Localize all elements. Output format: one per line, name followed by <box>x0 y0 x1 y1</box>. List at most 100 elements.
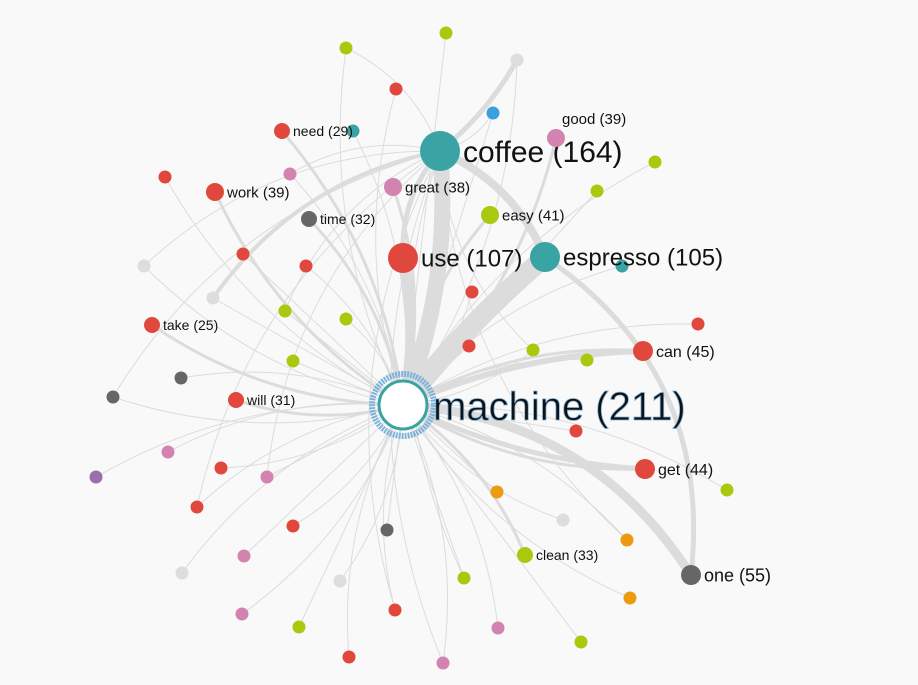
word-node[interactable] <box>190 500 204 514</box>
hub-label: machine (211) <box>433 385 686 429</box>
node-circle <box>274 123 290 139</box>
word-node[interactable] <box>486 106 500 120</box>
word-node[interactable] <box>436 656 450 670</box>
edge <box>213 190 405 407</box>
word-node[interactable] <box>175 566 189 580</box>
word-node[interactable] <box>339 312 353 326</box>
node-label: will (31) <box>246 392 295 408</box>
word-node[interactable] <box>620 533 634 547</box>
word-node-one[interactable]: one (55) <box>681 565 771 585</box>
edge <box>243 404 404 557</box>
word-node[interactable] <box>457 571 471 585</box>
word-node-need[interactable]: need (29) <box>274 123 353 139</box>
word-node[interactable] <box>574 635 588 649</box>
word-node[interactable] <box>691 317 705 331</box>
edge <box>382 404 404 611</box>
edge <box>402 404 631 599</box>
word-node[interactable] <box>720 483 734 497</box>
word-node[interactable] <box>510 53 524 67</box>
node-label: easy (41) <box>502 207 565 224</box>
word-node[interactable] <box>623 591 637 605</box>
word-node-work[interactable]: work (39) <box>206 183 290 201</box>
edge <box>402 404 582 643</box>
word-node[interactable] <box>206 291 220 305</box>
word-node[interactable] <box>380 523 394 537</box>
word-node-espresso[interactable]: espresso (105) <box>530 242 723 272</box>
word-node[interactable] <box>526 343 540 357</box>
word-node-time[interactable]: time (32) <box>301 211 375 227</box>
word-node[interactable] <box>389 82 403 96</box>
node-circle <box>530 242 560 272</box>
labeled-nodes-layer: machine (211) coffee (164) use (107) espres… <box>144 111 771 585</box>
word-node[interactable] <box>465 285 479 299</box>
word-node-coffee[interactable]: coffee (164) <box>420 131 623 171</box>
word-node[interactable] <box>174 371 188 385</box>
word-node-easy[interactable]: easy (41) <box>481 206 565 224</box>
word-node[interactable] <box>237 549 251 563</box>
word-node-get[interactable]: get (44) <box>635 459 713 479</box>
word-node[interactable] <box>388 603 402 617</box>
node-circle <box>388 243 418 273</box>
word-node[interactable] <box>89 470 103 484</box>
edge <box>368 150 441 611</box>
hub-node-machine[interactable]: machine (211) <box>369 371 686 439</box>
word-node-clean[interactable]: clean (33) <box>517 547 598 563</box>
word-node[interactable] <box>106 390 120 404</box>
node-label: great (38) <box>405 179 470 196</box>
word-node[interactable] <box>462 339 476 353</box>
word-node[interactable] <box>286 519 300 533</box>
edge <box>347 404 404 658</box>
word-node[interactable] <box>161 445 175 459</box>
word-node-good[interactable]: good (39) <box>547 111 626 147</box>
word-node[interactable] <box>346 124 360 138</box>
node-circle <box>228 392 244 408</box>
word-node[interactable] <box>569 424 583 438</box>
edge <box>212 297 404 406</box>
node-circle <box>420 131 460 171</box>
node-label: espresso (105) <box>563 245 723 272</box>
word-node[interactable] <box>333 574 347 588</box>
word-node-take[interactable]: take (25) <box>144 317 218 333</box>
edge <box>402 59 518 406</box>
word-node[interactable] <box>439 26 453 40</box>
word-node[interactable] <box>491 621 505 635</box>
word-node[interactable] <box>342 650 356 664</box>
edge <box>402 404 728 491</box>
word-node[interactable] <box>590 184 604 198</box>
edge <box>242 253 404 406</box>
word-node[interactable] <box>260 470 274 484</box>
node-label: good (39) <box>562 111 626 128</box>
word-node[interactable] <box>299 259 313 273</box>
word-node[interactable] <box>278 304 292 318</box>
word-node[interactable] <box>286 354 300 368</box>
word-node[interactable] <box>556 513 570 527</box>
word-node-will[interactable]: will (31) <box>228 392 295 408</box>
edge <box>112 150 441 398</box>
hub-ring <box>369 371 437 439</box>
word-node[interactable] <box>580 353 594 367</box>
word-node[interactable] <box>283 167 297 181</box>
word-node[interactable] <box>339 41 353 55</box>
word-node-use[interactable]: use (107) <box>388 243 522 273</box>
edge <box>391 185 417 407</box>
word-node[interactable] <box>214 461 228 475</box>
node-label: take (25) <box>163 317 218 333</box>
word-node[interactable] <box>158 170 172 184</box>
node-circle <box>481 206 499 224</box>
word-node[interactable] <box>292 620 306 634</box>
word-node[interactable] <box>490 485 504 499</box>
word-node[interactable] <box>648 155 662 169</box>
word-node[interactable] <box>236 247 250 261</box>
word-node[interactable] <box>137 259 151 273</box>
word-node-great[interactable]: great (38) <box>384 178 470 196</box>
node-label: one (55) <box>704 565 771 585</box>
edge <box>241 404 404 615</box>
node-label: work (39) <box>226 184 290 201</box>
edge <box>402 161 656 406</box>
node-circle <box>517 547 533 563</box>
word-node[interactable] <box>235 607 249 621</box>
word-node-can[interactable]: can (45) <box>633 341 715 361</box>
word-node[interactable] <box>615 259 629 273</box>
edge <box>289 173 404 406</box>
